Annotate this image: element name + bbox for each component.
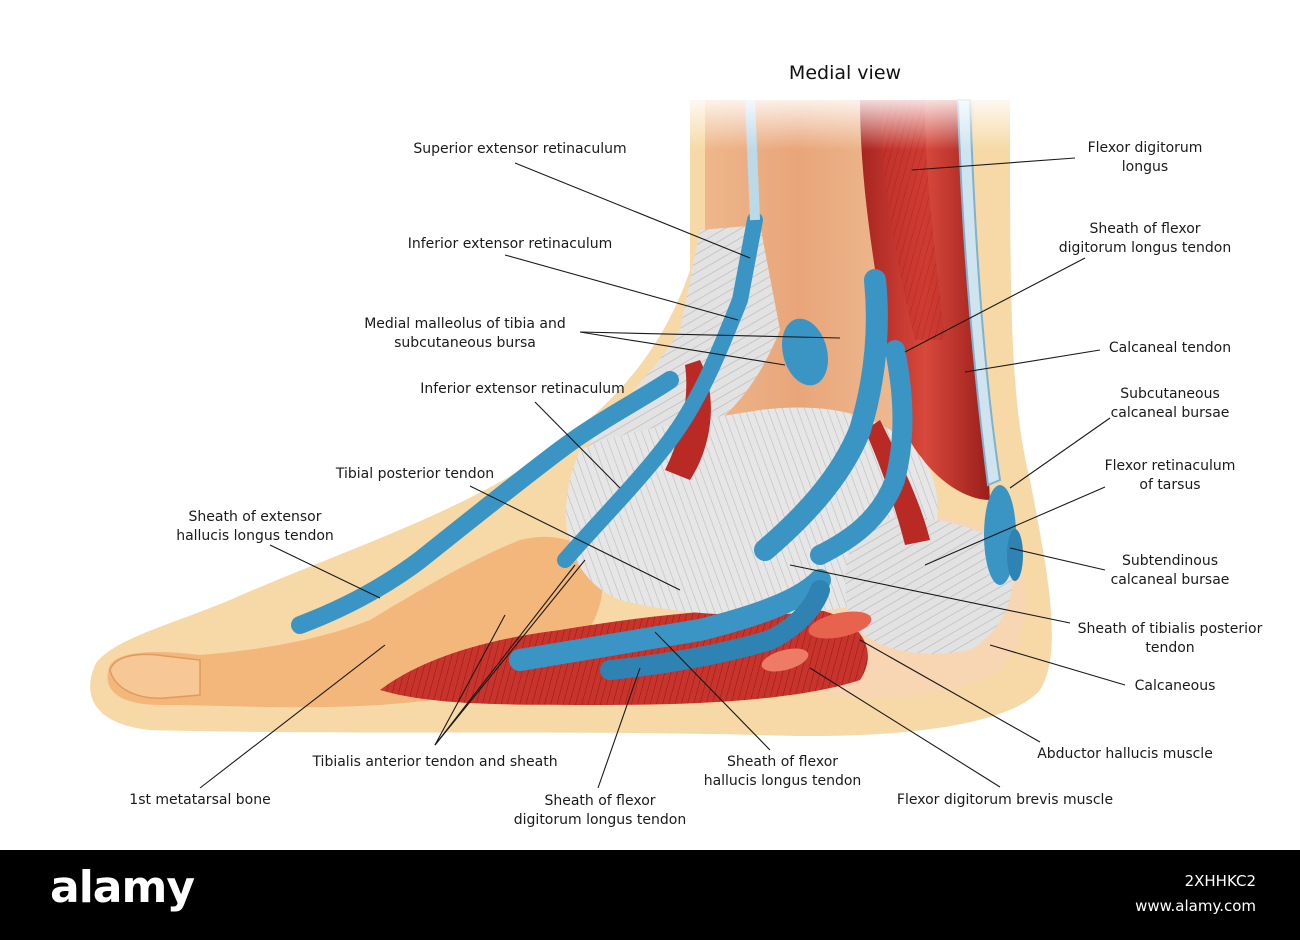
label-subcutaneous-bursae: Subcutaneous calcaneal bursae [1095, 385, 1245, 423]
label-subtendinous-line2: calcaneal bursae [1110, 572, 1230, 588]
label-sheath-fhl-line2: hallucis longus tendon [703, 773, 862, 789]
label-inferior-extensor-retinaculum-top: Inferior extensor retinaculum [407, 236, 613, 252]
medial-malleolus-bursa [781, 318, 829, 386]
label-sheath-tp-line1: Sheath of tibialis posterior [1077, 621, 1263, 637]
label-tibialis-anterior: Tibialis anterior tendon and sheath [312, 754, 558, 770]
fdb-shape [761, 648, 809, 672]
label-sheath-fdl-top-line2: digitorum longus tendon [1058, 240, 1232, 256]
label-flexor-retinaculum-line1: Flexor retinaculum [1104, 458, 1236, 474]
toe-bones [109, 653, 201, 699]
label-medial-malleolus-line2: subcutaneous bursa [394, 335, 536, 351]
label-inferior-extensor-retinaculum-mid: Inferior extensor retinaculum [420, 381, 625, 397]
fdl-sheath-upper [810, 340, 913, 565]
label-sheath-fdl-top-line1: Sheath of flexor [1089, 221, 1201, 237]
label-flexor-retinaculum: Flexor retinaculum of tarsus [1095, 457, 1245, 495]
label-sheath-fhl: Sheath of flexor hallucis longus tendon [690, 753, 875, 791]
label-fdl-line2: longus [1121, 159, 1169, 175]
label-sheath-ehl-line2: hallucis longus tendon [176, 528, 334, 544]
stock-url: www.alamy.com [1135, 897, 1256, 915]
label-sheath-tp-line2: tendon [1145, 640, 1195, 656]
tibialis-posterior-sheath [754, 269, 888, 561]
label-fdl-line1: Flexor digitorum [1087, 140, 1203, 156]
label-sheath-ehl-line1: Sheath of extensor [188, 509, 322, 525]
label-subtendinous-bursae: Subtendinous calcaneal bursae [1095, 552, 1245, 590]
image-id: 2XHHKC2 [1184, 872, 1256, 890]
label-sheath-fhl-line1: Sheath of flexor [726, 754, 839, 770]
alamy-logo: alamy [50, 862, 195, 913]
label-subtendinous-line1: Subtendinous [1121, 553, 1218, 569]
label-medial-malleolus: Medial malleolus of tibia and subcutaneo… [340, 315, 590, 353]
label-sheath-fdl-bottom: Sheath of flexor digitorum longus tendon [500, 792, 700, 830]
fdl-sheath-lower [509, 569, 831, 671]
label-calcaneal-tendon: Calcaneal tendon [1108, 340, 1232, 356]
label-sheath-fdl-bottom-line2: digitorum longus tendon [513, 812, 687, 828]
top-fade [680, 90, 1020, 150]
extensor-hallucis-sheath [291, 371, 679, 634]
foot-illustration [90, 90, 1126, 789]
label-first-metatarsal: 1st metatarsal bone [129, 792, 271, 808]
label-tibial-posterior-tendon: Tibial posterior tendon [335, 466, 495, 482]
calcaneal-tendon-shape [956, 99, 1002, 487]
plantar-muscles [380, 608, 868, 705]
label-medial-malleolus-line1: Medial malleolus of tibia and [364, 316, 566, 332]
calf-muscle-fibers [880, 100, 945, 340]
label-flexor-digitorum-longus: Flexor digitorum longus [1070, 139, 1220, 177]
abductor-hallucis-shape [808, 611, 872, 639]
subtendinous-calcaneal-bursa [1007, 529, 1023, 581]
label-calcaneous: Calcaneous [1134, 678, 1216, 694]
label-sheath-fdl-top: Sheath of flexor digitorum longus tendon [1045, 220, 1245, 258]
label-fdb: Flexor digitorum brevis muscle [896, 792, 1114, 808]
tibialis-anterior-sheath [557, 212, 763, 568]
label-abductor-hallucis: Abductor hallucis muscle [1037, 746, 1213, 762]
leader-lines [199, 157, 1126, 789]
heel-ligaments [845, 516, 1014, 654]
label-sheath-fdl-bottom-line1: Sheath of flexor [544, 793, 656, 809]
label-sheath-tibialis-posterior: Sheath of tibialis posterior tendon [1065, 620, 1275, 658]
label-flexor-retinaculum-line2: of tarsus [1139, 477, 1201, 493]
label-subcutaneous-line2: calcaneal bursae [1110, 405, 1230, 421]
label-subcutaneous-line1: Subcutaneous [1120, 386, 1220, 402]
label-superior-extensor-retinaculum: Superior extensor retinaculum [413, 141, 627, 157]
diagram-title: Medial view [788, 62, 902, 84]
fhl-sheath-lower [600, 580, 830, 680]
watermark-footer [0, 850, 1300, 940]
label-sheath-ehl: Sheath of extensor hallucis longus tendo… [160, 508, 350, 546]
